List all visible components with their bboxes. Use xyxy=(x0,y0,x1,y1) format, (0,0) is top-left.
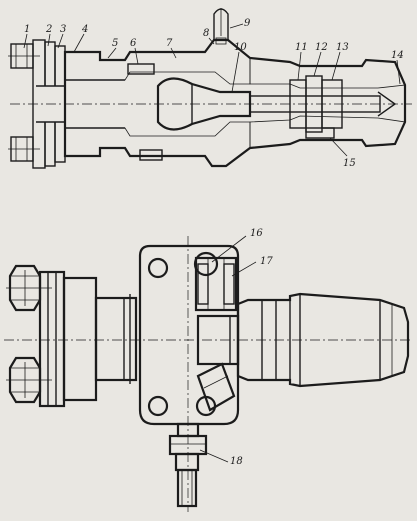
callout-3: 3 xyxy=(60,24,66,35)
callout-9: 9 xyxy=(244,18,251,29)
stem-9 xyxy=(213,8,229,45)
section-callouts: 1 2 3 4 5 6 7 8 9 10 11 12 13 14 15 xyxy=(24,18,404,169)
callout-6: 6 xyxy=(130,38,137,49)
callout-10: 10 xyxy=(234,42,247,53)
bottom-nut-lower xyxy=(6,356,52,404)
exterior-callouts: 16 17 18 xyxy=(230,228,273,467)
section-view xyxy=(8,8,412,169)
body-wall-lower xyxy=(64,121,251,167)
callout-15: 15 xyxy=(343,158,356,169)
seal-ring-6 xyxy=(127,63,155,75)
nut-15 xyxy=(305,127,335,139)
callout-14: 14 xyxy=(391,50,404,61)
callout-2: 2 xyxy=(45,24,52,35)
valve-block xyxy=(138,244,240,426)
body-wall-upper xyxy=(64,39,251,85)
callout-18: 18 xyxy=(230,456,243,467)
flange-plates-exterior xyxy=(38,270,66,408)
callout-5: 5 xyxy=(112,38,118,49)
callout-11: 11 xyxy=(295,42,308,53)
callout-17: 17 xyxy=(260,256,273,267)
lower-stud xyxy=(196,362,236,412)
stud-17 xyxy=(194,256,238,312)
leader-lines-top xyxy=(23,23,401,157)
neck xyxy=(94,296,138,382)
bolt-hole-top-left xyxy=(147,257,169,279)
flange-body xyxy=(62,276,98,402)
nozzle-wall-lower xyxy=(249,115,406,149)
top-bolt-lower xyxy=(8,136,40,162)
callout-7: 7 xyxy=(166,38,173,49)
seal-ring-lower xyxy=(139,149,163,161)
valve-body-outline xyxy=(63,38,407,168)
valve-ball-10 xyxy=(156,77,252,131)
nozzle-wall-upper xyxy=(249,57,406,89)
callout-16: 16 xyxy=(250,228,263,239)
callout-13: 13 xyxy=(336,42,349,53)
callout-8: 8 xyxy=(203,28,209,39)
callout-4: 4 xyxy=(81,24,88,35)
bolt-hole-bottom-left xyxy=(147,395,169,417)
callout-12: 12 xyxy=(315,42,328,53)
callout-1: 1 xyxy=(24,24,30,35)
exterior-view xyxy=(4,235,412,512)
